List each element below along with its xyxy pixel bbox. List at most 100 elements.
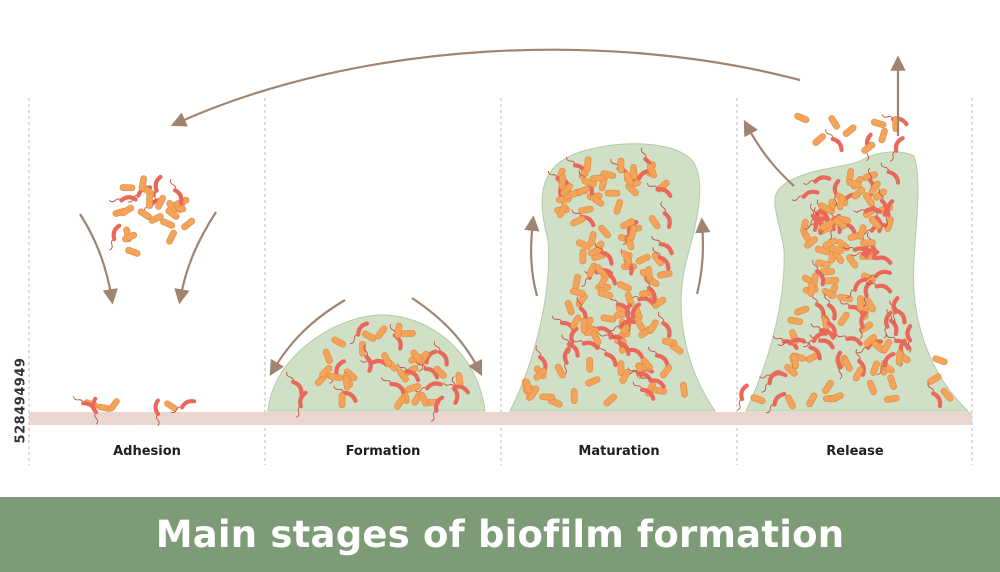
- rod-bacterium-icon: [812, 133, 826, 146]
- rod-bacterium-icon: [807, 281, 816, 297]
- flagellated-bacterium-icon: [612, 333, 631, 357]
- rod-bacterium-icon: [119, 204, 135, 217]
- rod-bacterium-icon: [819, 219, 835, 231]
- rod-bacterium-icon: [556, 203, 568, 219]
- flagellated-bacterium-icon: [646, 183, 673, 198]
- rod-bacterium-icon: [818, 202, 833, 214]
- flagellated-bacterium-icon: [443, 382, 470, 395]
- maturation-bacteria: [521, 147, 688, 408]
- rod-bacterium-icon: [821, 287, 837, 299]
- flagellated-bacterium-icon: [859, 310, 868, 340]
- flagellated-bacterium-icon: [889, 136, 905, 162]
- flagellated-bacterium-icon: [350, 321, 370, 345]
- rod-bacterium-icon: [804, 236, 818, 249]
- flagellated-bacterium-icon: [791, 189, 820, 202]
- rod-bacterium-icon: [630, 163, 638, 180]
- rod-bacterium-icon: [750, 394, 766, 405]
- rod-bacterium-icon: [862, 192, 875, 207]
- rod-bacterium-icon: [394, 322, 403, 339]
- rod-bacterium-icon: [624, 291, 635, 308]
- rod-bacterium-icon: [856, 295, 864, 312]
- rod-bacterium-icon: [604, 189, 621, 197]
- rod-bacterium-icon: [125, 246, 141, 257]
- rod-bacterium-icon: [828, 245, 845, 254]
- rod-bacterium-icon: [932, 355, 948, 366]
- rod-bacterium-icon: [575, 239, 591, 250]
- rod-bacterium-icon: [586, 262, 598, 278]
- rod-bacterium-icon: [394, 395, 406, 410]
- flagellated-bacterium-icon: [381, 377, 406, 394]
- rod-bacterium-icon: [617, 360, 625, 377]
- release-bacteria: [737, 162, 954, 414]
- rod-bacterium-icon: [785, 394, 796, 410]
- rod-bacterium-icon: [598, 224, 612, 239]
- rod-bacterium-icon: [822, 237, 838, 249]
- rod-bacterium-icon: [870, 360, 880, 376]
- rod-bacterium-icon: [858, 321, 874, 334]
- flagellated-bacterium-icon: [759, 371, 788, 379]
- rod-bacterium-icon: [569, 287, 586, 297]
- rod-bacterium-icon: [868, 180, 881, 195]
- rod-bacterium-icon: [397, 368, 409, 383]
- rod-bacterium-icon: [828, 115, 840, 130]
- flagellated-bacterium-icon: [876, 351, 896, 375]
- rod-bacterium-icon: [832, 217, 847, 230]
- flagellated-bacterium-icon: [608, 319, 636, 332]
- rod-bacterium-icon: [621, 250, 633, 265]
- rod-bacterium-icon: [884, 216, 894, 232]
- rod-bacterium-icon: [322, 348, 333, 365]
- page-title: Main stages of biofilm formation: [155, 513, 845, 556]
- rod-bacterium-icon: [861, 141, 876, 154]
- flagellated-bacterium-icon: [170, 399, 197, 413]
- rod-bacterium-icon: [539, 393, 555, 401]
- rod-bacterium-icon: [863, 333, 877, 347]
- rod-bacterium-icon: [570, 215, 586, 227]
- rod-bacterium-icon: [166, 229, 177, 245]
- flagellated-bacterium-icon: [296, 390, 308, 418]
- flagellated-bacterium-icon: [651, 235, 674, 256]
- rod-bacterium-icon: [410, 349, 423, 364]
- flagellated-bacterium-icon: [832, 178, 841, 208]
- flagellated-bacterium-icon: [855, 348, 866, 377]
- rod-bacterium-icon: [181, 217, 196, 231]
- flagellated-bacterium-icon: [812, 259, 826, 287]
- rod-bacterium-icon: [563, 190, 579, 200]
- rod-bacterium-icon: [646, 163, 658, 179]
- flagellated-bacterium-icon: [737, 383, 749, 411]
- flagellated-bacterium-icon: [836, 333, 863, 347]
- flagellated-bacterium-icon: [109, 223, 122, 251]
- flagellated-bacterium-icon: [152, 174, 163, 203]
- flagellated-bacterium-icon: [648, 346, 670, 368]
- adhesion-bacteria-cluster: [109, 174, 196, 257]
- rod-bacterium-icon: [868, 216, 882, 230]
- rod-bacterium-icon: [613, 199, 624, 215]
- rod-bacterium-icon: [331, 336, 347, 348]
- rod-bacterium-icon: [570, 388, 578, 404]
- rod-bacterium-icon: [597, 289, 614, 299]
- rod-bacterium-icon: [338, 392, 346, 409]
- flagellated-bacterium-icon: [878, 188, 889, 217]
- rod-bacterium-icon: [164, 400, 178, 412]
- rod-bacterium-icon: [837, 293, 853, 303]
- flagellated-bacterium-icon: [846, 277, 868, 299]
- flagellated-bacterium-icon: [286, 371, 304, 396]
- flagellated-bacterium-icon: [862, 280, 873, 308]
- flagellated-bacterium-icon: [777, 337, 807, 346]
- rod-bacterium-icon: [651, 386, 668, 395]
- rod-bacterium-icon: [600, 314, 617, 323]
- rod-bacterium-icon: [680, 381, 688, 398]
- rod-bacterium-icon: [866, 379, 877, 396]
- rod-bacterium-icon: [122, 231, 138, 243]
- rod-bacterium-icon: [661, 337, 678, 347]
- rod-bacterium-icon: [645, 266, 653, 282]
- rod-bacterium-icon: [861, 272, 876, 284]
- flagellated-bacterium-icon: [363, 344, 373, 373]
- rod-bacterium-icon: [589, 174, 606, 183]
- flagellated-bacterium-icon: [765, 391, 787, 414]
- rod-bacterium-icon: [791, 352, 799, 369]
- rod-bacterium-icon: [558, 173, 567, 190]
- rod-bacterium-icon: [603, 393, 618, 407]
- rod-bacterium-icon: [846, 179, 862, 189]
- rod-bacterium-icon: [635, 253, 651, 265]
- rod-bacterium-icon: [620, 218, 635, 230]
